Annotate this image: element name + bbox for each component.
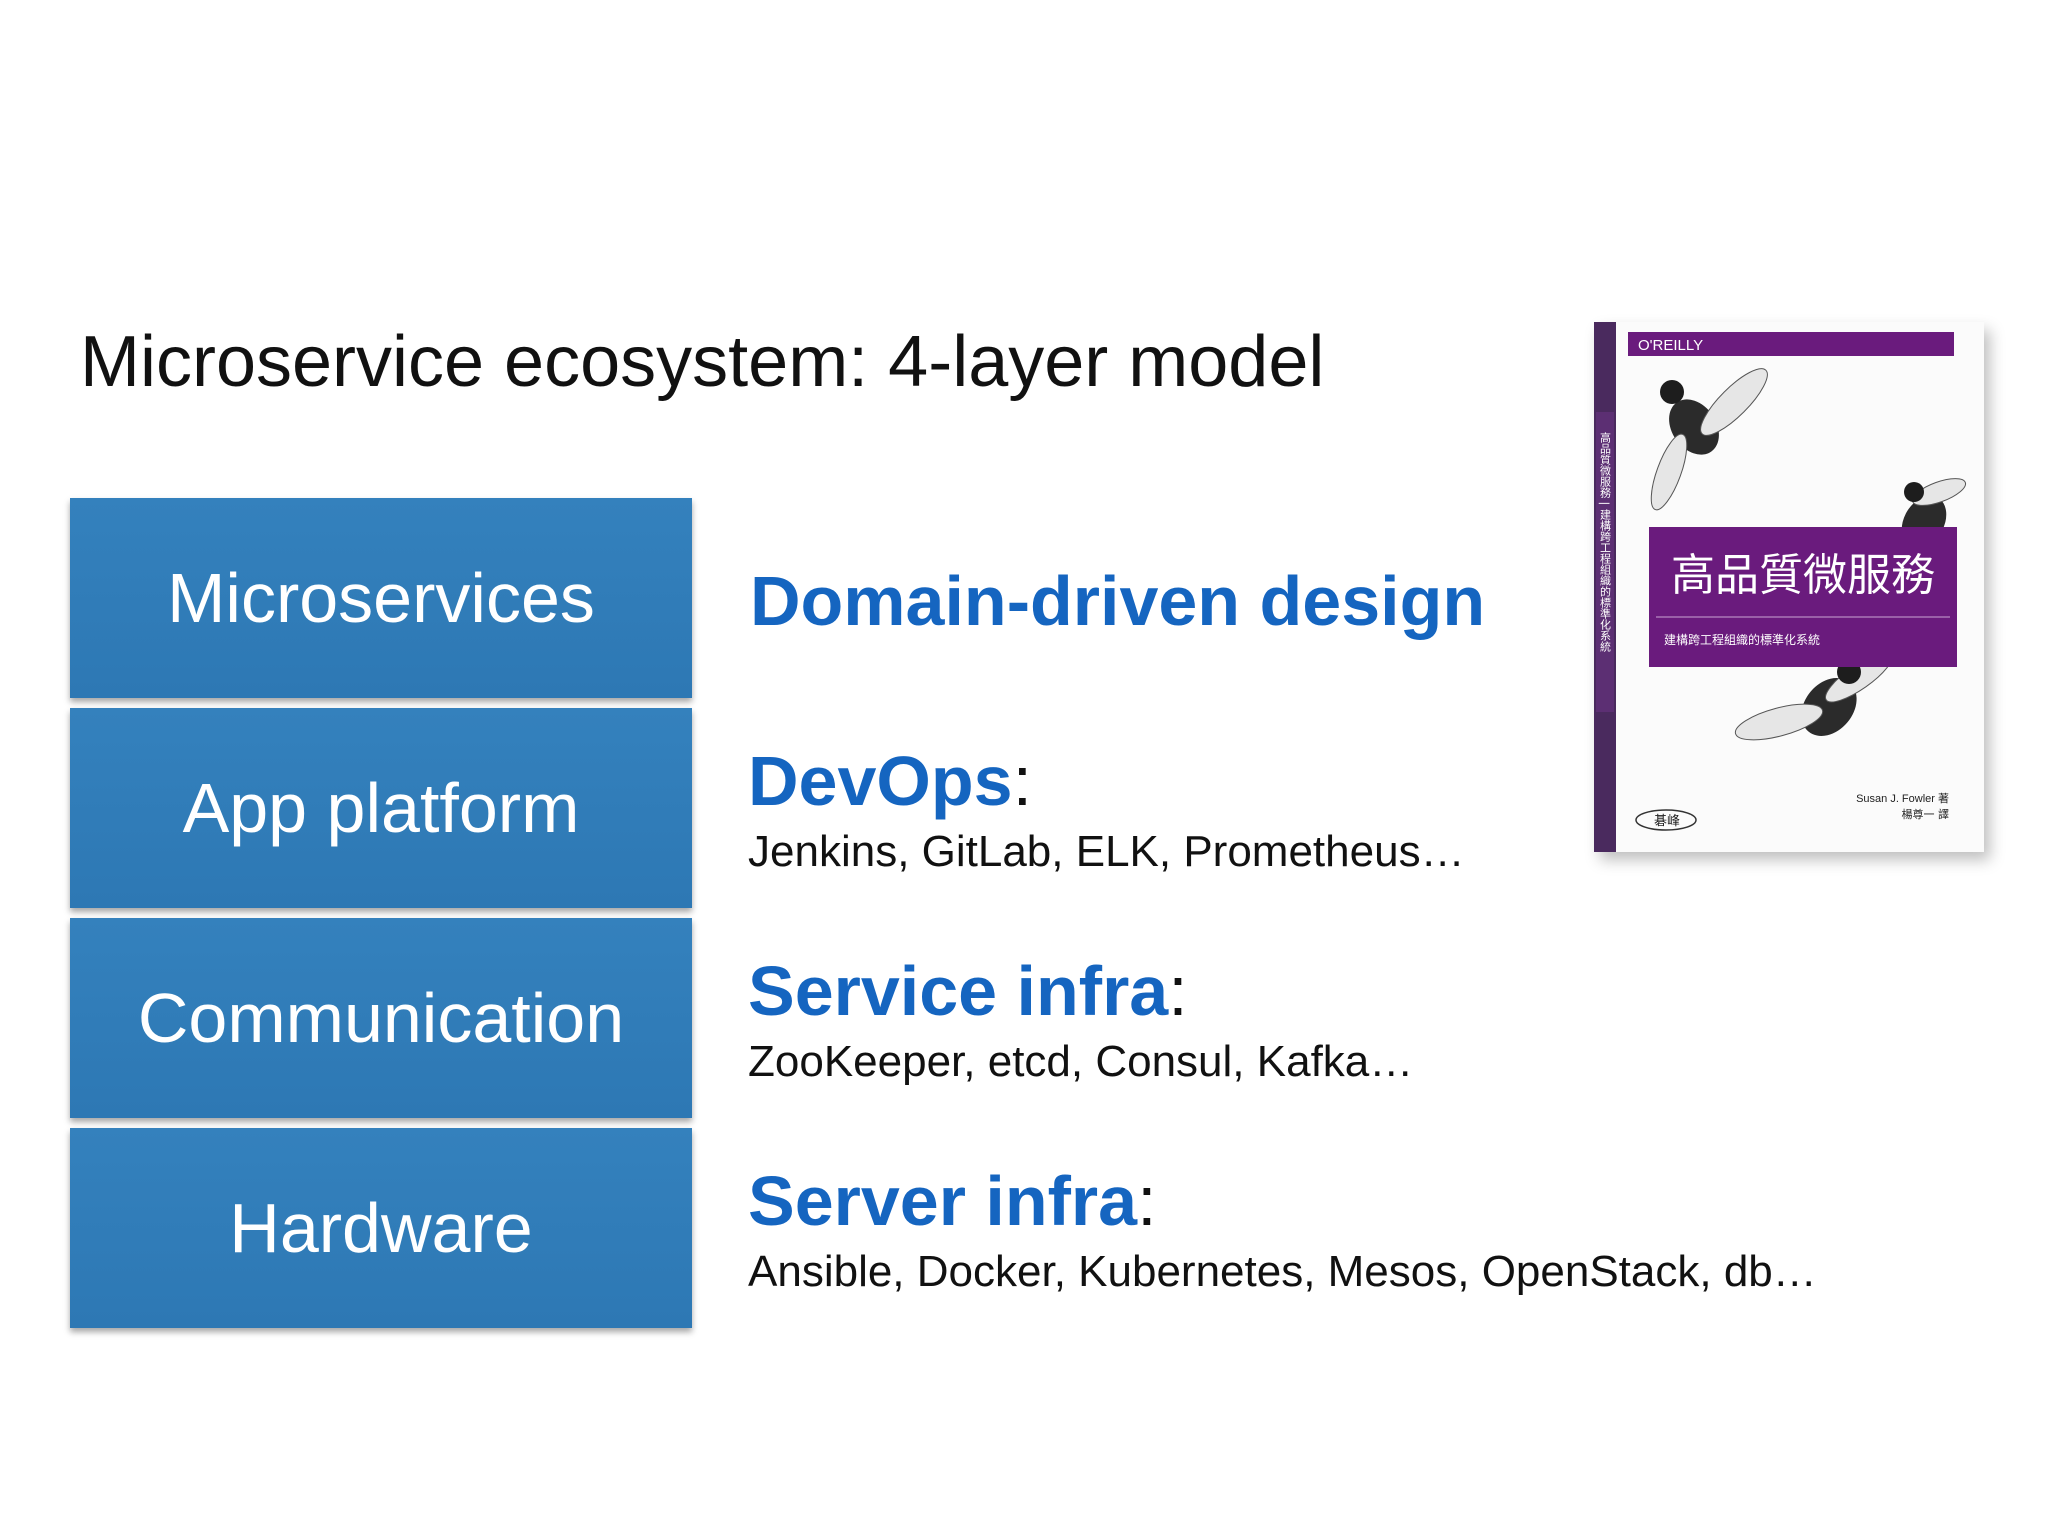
layer-app-platform: App platform xyxy=(70,708,692,908)
book-cover-image: 高品質微服務 | 建構跨工程組織的標準化系統 O'REILLY 高品質微服務 建… xyxy=(1594,322,1984,852)
book-title: 高品質微服務 xyxy=(1671,550,1935,601)
description-server-infra: Server infra: Ansible, Docker, Kubernete… xyxy=(748,1166,1817,1294)
book-translator: 楊尊一 譯 xyxy=(1902,807,1950,821)
description-heading: Service infra xyxy=(748,952,1169,1030)
description-tools: ZooKeeper, etcd, Consul, Kafka… xyxy=(748,1037,1414,1086)
description-tools: Jenkins, GitLab, ELK, Prometheus… xyxy=(748,827,1465,876)
description-domain-driven-design: Domain-driven design xyxy=(750,566,1485,636)
book-spine-text: 高品質微服務 | 建構跨工程組織的標準化系統 xyxy=(1599,431,1612,653)
description-devops: DevOps: Jenkins, GitLab, ELK, Prometheus… xyxy=(748,746,1465,874)
description-colon: : xyxy=(1168,952,1188,1030)
description-service-infra: Service infra: ZooKeeper, etcd, Consul, … xyxy=(748,956,1413,1084)
publisher-logo-text: 碁峰 xyxy=(1654,814,1680,829)
layer-microservices: Microservices xyxy=(70,498,692,698)
book-subtitle: 建構跨工程組織的標準化系統 xyxy=(1664,632,1820,647)
description-tools: Ansible, Docker, Kubernetes, Mesos, Open… xyxy=(748,1247,1817,1296)
description-colon: : xyxy=(1137,1162,1157,1240)
book-spine-band xyxy=(1596,412,1614,712)
book-publisher-bar xyxy=(1628,332,1954,356)
book-author: Susan J. Fowler 著 xyxy=(1856,791,1949,805)
bee-illustration-top xyxy=(1650,368,1768,511)
description-heading: Domain-driven design xyxy=(750,562,1486,640)
description-heading: DevOps xyxy=(748,742,1013,820)
publisher-logo-icon xyxy=(1635,809,1697,831)
layer-hardware: Hardware xyxy=(70,1128,692,1328)
slide-title: Microservice ecosystem: 4-layer model xyxy=(80,322,1325,402)
book-publisher: O'REILLY xyxy=(1638,337,1703,354)
description-colon: : xyxy=(1012,742,1033,820)
book-title-band xyxy=(1649,527,1957,667)
layer-communication: Communication xyxy=(70,918,692,1118)
description-heading: Server infra xyxy=(748,1162,1138,1240)
